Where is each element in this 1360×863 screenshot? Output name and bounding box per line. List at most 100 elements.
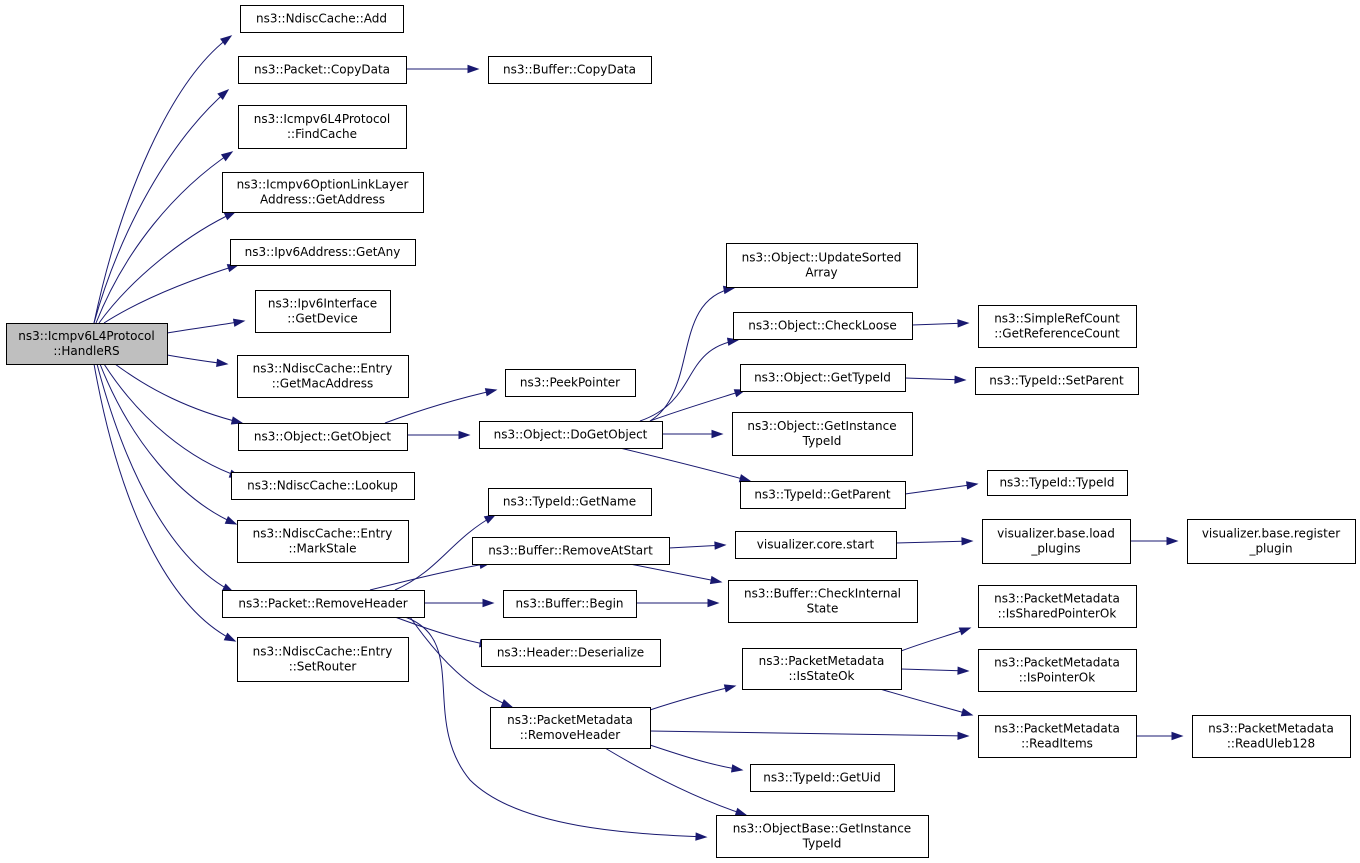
node-box bbox=[481, 639, 661, 667]
arrow-head-icon bbox=[709, 575, 723, 585]
arrow-head-icon bbox=[230, 416, 244, 425]
edge-root-to-ndisc_add bbox=[93, 35, 232, 324]
node-box bbox=[230, 239, 416, 266]
node-getdevice[interactable]: ns3::Ipv6Interface::GetDevice bbox=[255, 290, 391, 333]
node-label: ns3::Header::Deserialize bbox=[497, 646, 644, 660]
edge-getobject-to-peekpointer bbox=[384, 389, 497, 424]
node-getrefcount[interactable]: ns3::SimpleRefCount::GetReferenceCount bbox=[978, 305, 1137, 348]
node-box bbox=[488, 56, 652, 84]
node-label: ns3::SimpleRefCount bbox=[994, 312, 1120, 326]
node-removeheader[interactable]: ns3::Packet::RemoveHeader bbox=[222, 590, 425, 618]
arrow-head-icon bbox=[711, 429, 724, 439]
node-box bbox=[728, 580, 918, 623]
node-label: ns3::PacketMetadata bbox=[994, 656, 1120, 670]
node-root: ns3::Icmpv6L4Protocol::HandleRS bbox=[6, 323, 168, 365]
node-label: ns3::PacketMetadata bbox=[507, 713, 633, 727]
node-findcache[interactable]: ns3::Icmpv6L4Protocol::FindCache bbox=[238, 105, 407, 149]
node-getparent[interactable]: ns3::TypeId::GetParent bbox=[740, 481, 906, 509]
node-checkloose[interactable]: ns3::Object::CheckLoose bbox=[733, 312, 913, 340]
node-box bbox=[255, 290, 391, 333]
node-registerplugin[interactable]: visualizer.base.register_plugin bbox=[1187, 519, 1356, 564]
node-getname[interactable]: ns3::TypeId::GetName bbox=[488, 488, 652, 516]
node-label: _plugins bbox=[1030, 542, 1080, 556]
edge-removeheader-to-deserialize bbox=[394, 616, 491, 646]
arrow-head-icon bbox=[467, 64, 480, 74]
edge-removeheader-to-getname bbox=[394, 514, 496, 591]
node-setrouter[interactable]: ns3::NdiscCache::Entry::SetRouter bbox=[237, 637, 409, 682]
node-removeatstart[interactable]: ns3::Buffer::RemoveAtStart bbox=[472, 537, 670, 565]
node-box bbox=[978, 715, 1137, 758]
arrow-head-icon bbox=[957, 666, 970, 675]
node-box bbox=[1192, 715, 1351, 758]
node-ndisc_add[interactable]: ns3::NdiscCache::Add bbox=[240, 5, 404, 33]
node-packet_copydata[interactable]: ns3::Packet::CopyData bbox=[238, 56, 407, 84]
node-label: ns3::Object::GetTypeId bbox=[754, 371, 891, 385]
node-getany[interactable]: ns3::Ipv6Address::GetAny bbox=[230, 239, 416, 266]
node-ispointerok[interactable]: ns3::PacketMetadata::IsPointerOk bbox=[978, 649, 1137, 692]
arrow-head-icon bbox=[1171, 731, 1184, 741]
node-label: ns3::Icmpv6L4Protocol bbox=[18, 329, 154, 343]
node-optlinklayer[interactable]: ns3::Icmpv6OptionLinkLayerAddress::GetAd… bbox=[222, 172, 424, 213]
node-box bbox=[240, 5, 404, 33]
node-gettypeid[interactable]: ns3::Object::GetTypeId bbox=[740, 364, 906, 392]
edge-root-to-findcache bbox=[95, 151, 233, 324]
node-begin[interactable]: ns3::Buffer::Begin bbox=[503, 590, 637, 618]
edge-removeheader-to-objbase_getinst bbox=[404, 616, 707, 838]
node-isstateok[interactable]: ns3::PacketMetadata::IsStateOk bbox=[742, 648, 902, 690]
node-issharedptr[interactable]: ns3::PacketMetadata::IsSharedPointerOk bbox=[978, 585, 1137, 628]
node-getobject[interactable]: ns3::Object::GetObject bbox=[238, 423, 408, 451]
node-typeid[interactable]: ns3::TypeId::TypeId bbox=[987, 470, 1128, 496]
node-box bbox=[222, 590, 425, 618]
node-label: ::GetReferenceCount bbox=[994, 327, 1120, 341]
edge-root-to-optlinklayer bbox=[98, 211, 236, 324]
node-label: ::GetMacAddress bbox=[272, 377, 374, 391]
node-box bbox=[237, 355, 409, 398]
node-deserialize[interactable]: ns3::Header::Deserialize bbox=[481, 639, 661, 667]
edge-root-to-setrouter bbox=[93, 363, 236, 642]
node-setparent[interactable]: ns3::TypeId::SetParent bbox=[975, 367, 1139, 395]
node-peekpointer[interactable]: ns3::PeekPointer bbox=[505, 369, 636, 397]
node-box bbox=[238, 105, 407, 149]
node-label: ns3::Icmpv6OptionLinkLayer bbox=[237, 178, 409, 192]
node-box bbox=[472, 537, 670, 565]
node-readitems[interactable]: ns3::PacketMetadata::ReadItems bbox=[978, 715, 1137, 758]
edge-dogetobject-to-checkloose bbox=[639, 339, 739, 422]
edge-root-to-packet_copydata bbox=[93, 89, 229, 324]
edge-isstateok-to-readitems bbox=[879, 688, 973, 716]
node-box bbox=[6, 323, 168, 365]
node-label: ns3::Ipv6Address::GetAny bbox=[245, 245, 401, 259]
node-label: ns3::TypeId::SetParent bbox=[989, 374, 1124, 388]
node-label: ns3::Object::GetObject bbox=[254, 430, 392, 444]
node-getuid[interactable]: ns3::TypeId::GetUid bbox=[750, 764, 895, 792]
node-label: ns3::Object::CheckLoose bbox=[748, 319, 896, 333]
node-readuleb[interactable]: ns3::PacketMetadata::ReadUleb128 bbox=[1192, 715, 1351, 758]
node-loadplugins[interactable]: visualizer.base.load_plugins bbox=[982, 519, 1131, 564]
node-vizstart[interactable]: visualizer.core.start bbox=[735, 531, 897, 559]
node-dogetobject[interactable]: ns3::Object::DoGetObject bbox=[479, 421, 663, 449]
edge-dogetobject-to-gettypeid bbox=[649, 389, 746, 422]
node-label: ns3::Icmpv6L4Protocol bbox=[254, 112, 390, 126]
node-label: ns3::TypeId::GetUid bbox=[763, 771, 881, 785]
node-label: ns3::Object::GetInstance bbox=[747, 419, 896, 433]
node-label: ns3::NdiscCache::Lookup bbox=[247, 479, 398, 493]
node-label: ns3::Object::UpdateSorted bbox=[742, 251, 902, 265]
node-box bbox=[488, 488, 652, 516]
node-box bbox=[978, 585, 1137, 628]
arrow-head-icon bbox=[220, 35, 233, 46]
node-lookup[interactable]: ns3::NdiscCache::Lookup bbox=[231, 472, 415, 500]
node-getmacaddress[interactable]: ns3::NdiscCache::Entry::GetMacAddress bbox=[237, 355, 409, 398]
node-buffer_copydata[interactable]: ns3::Buffer::CopyData bbox=[488, 56, 652, 84]
node-label: ns3::TypeId::TypeId bbox=[999, 476, 1114, 490]
node-box bbox=[740, 481, 906, 509]
node-label: ns3::PeekPointer bbox=[520, 376, 620, 390]
arrow-head-icon bbox=[734, 807, 748, 816]
node-label: ns3::Ipv6Interface bbox=[268, 297, 377, 311]
node-pm_removeheader[interactable]: ns3::PacketMetadata::RemoveHeader bbox=[490, 707, 651, 749]
edge-vizstart-to-loadplugins bbox=[895, 540, 973, 544]
node-markstale[interactable]: ns3::NdiscCache::Entry::MarkStale bbox=[237, 520, 409, 563]
node-label: ::MarkStale bbox=[288, 542, 356, 556]
